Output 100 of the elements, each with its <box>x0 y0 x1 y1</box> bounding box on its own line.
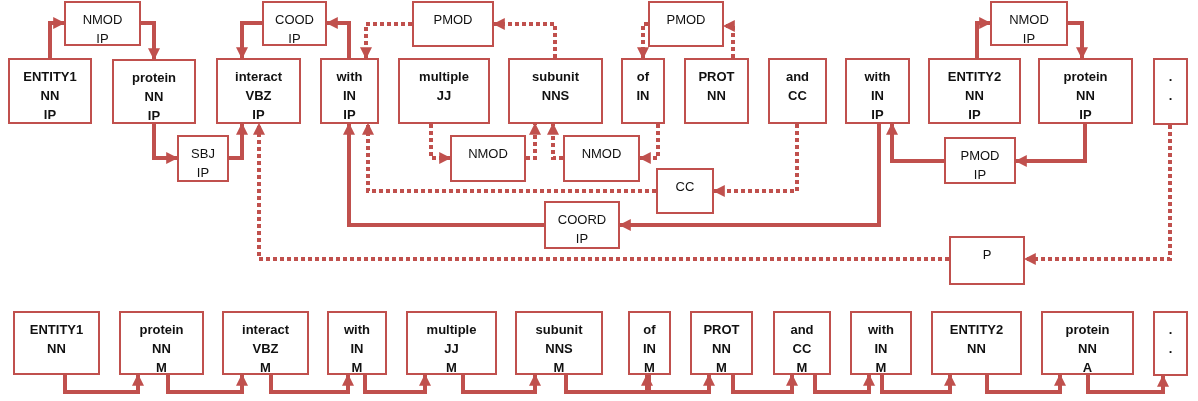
pos-tag: NN <box>930 86 1019 105</box>
arrow <box>461 373 541 394</box>
relation-label: SBJ <box>190 145 216 163</box>
word-box <box>398 58 490 124</box>
dependency-tag: IP <box>546 229 618 248</box>
word-box <box>684 58 749 124</box>
relation-label: PMOD <box>432 11 474 29</box>
relation-box <box>990 1 1068 46</box>
word-box <box>1041 311 1134 375</box>
pos-tag: IN <box>847 86 908 105</box>
word-label: of <box>642 321 657 339</box>
pos-tag: VBZ <box>218 86 299 105</box>
word-label: PROT <box>697 68 736 86</box>
arrow <box>813 373 875 394</box>
dependency-tag: IP <box>179 163 227 182</box>
dependency-tag: IP <box>66 29 139 48</box>
dependency-tag: M <box>121 358 202 377</box>
pos-tag: VBZ <box>224 339 307 358</box>
word-box <box>928 58 1021 124</box>
dependency-tag: M <box>775 358 829 377</box>
word-label: protein <box>138 321 185 339</box>
word-box <box>406 311 497 375</box>
arrow <box>647 373 715 394</box>
word-box <box>320 58 379 124</box>
arrow <box>985 373 1066 394</box>
relation-box <box>949 236 1025 285</box>
arrow <box>360 22 412 60</box>
word-label: ENTITY2 <box>946 68 1003 86</box>
dependency-tag: M <box>408 358 495 377</box>
relation-label: NMOD <box>81 11 124 29</box>
pos-tag: IN <box>623 86 663 105</box>
word-label: ENTITY1 <box>22 68 78 86</box>
word-label: and <box>784 68 811 86</box>
pos-tag: NN <box>1040 86 1131 105</box>
arrow <box>564 373 653 394</box>
word-box <box>8 58 92 124</box>
pos-tag: NN <box>10 86 90 105</box>
dependency-tag: M <box>329 358 385 377</box>
dependency-tag: IP <box>930 105 1019 124</box>
arrow <box>48 17 66 58</box>
dependency-tag: IP <box>1040 105 1131 124</box>
word-box <box>112 59 196 124</box>
pos-tag: . <box>1155 86 1186 105</box>
word-label: subunit <box>534 321 584 339</box>
word-box <box>1153 311 1188 376</box>
pos-tag: NN <box>114 87 194 106</box>
dependency-tag: M <box>517 358 601 377</box>
dependency-tag: IP <box>322 105 377 124</box>
arrow <box>141 21 160 61</box>
arrow <box>362 122 656 193</box>
pos-tag: JJ <box>400 86 488 105</box>
pos-tag: CC <box>775 339 829 358</box>
word-box <box>216 58 301 124</box>
arrow <box>229 122 248 160</box>
arrow <box>1068 21 1088 60</box>
relation-label: NMOD <box>580 145 623 163</box>
arrow <box>63 373 144 394</box>
pos-tag: JJ <box>408 339 495 358</box>
arrow <box>269 373 354 394</box>
word-label: with <box>867 321 895 339</box>
arrow <box>547 122 563 160</box>
arrow <box>880 373 956 394</box>
word-box <box>508 58 603 124</box>
relation-box <box>412 1 494 47</box>
pos-tag: IN <box>322 86 377 105</box>
arrow <box>363 373 431 394</box>
word-label: interact <box>234 68 283 86</box>
word-box <box>13 311 100 375</box>
word-box <box>222 311 309 375</box>
word-label: multiple <box>418 68 470 86</box>
relation-label: P <box>981 246 993 264</box>
relation-label: COOD <box>274 11 315 29</box>
word-box <box>515 311 603 375</box>
arrow <box>166 373 248 394</box>
word-label: protein <box>130 69 178 87</box>
dependency-tag: M <box>630 358 669 377</box>
pos-tag: . <box>1155 339 1186 358</box>
relation-box <box>450 135 526 182</box>
relation-box <box>177 135 229 182</box>
pos-tag: NN <box>692 339 751 358</box>
relation-box <box>944 137 1016 184</box>
relation-label: CC <box>674 178 696 196</box>
relation-box <box>262 1 327 46</box>
word-box <box>119 311 204 375</box>
word-box <box>690 311 753 375</box>
word-label: with <box>335 68 364 86</box>
relation-label: COORD <box>556 211 608 229</box>
pos-tag: NNS <box>517 339 601 358</box>
pos-tag: NN <box>933 339 1020 358</box>
word-label: protein <box>1064 321 1111 339</box>
word-label: protein <box>1062 68 1109 86</box>
relation-box <box>563 135 640 182</box>
pos-tag: NN <box>121 339 202 358</box>
pos-tag: IN <box>329 339 385 358</box>
word-box <box>327 311 387 375</box>
word-box <box>850 311 912 375</box>
arrow <box>731 373 798 394</box>
dependency-tag: M <box>692 358 751 377</box>
pos-tag: NNS <box>510 86 601 105</box>
pos-tag: IN <box>852 339 910 358</box>
